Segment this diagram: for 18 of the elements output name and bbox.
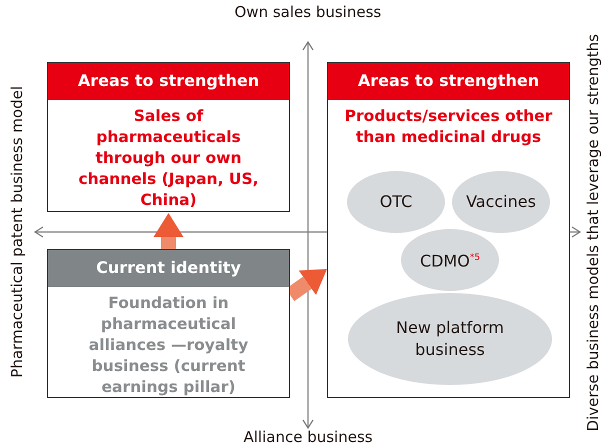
axis-label: Diverse business models that leverage our strengths: [584, 34, 602, 431]
body-text: Products/services other than medicinal drugs: [344, 106, 554, 148]
body-text: Foundation in pharmaceutical alliances —royalty business (current earnings pillar): [88, 293, 250, 398]
text-box: [47, 62, 290, 212]
heading-banner: Areas to strengthen: [328, 63, 569, 100]
axis-label: Pharmaceutical patent business model: [8, 86, 26, 378]
oval-bubble: Vaccines: [452, 171, 550, 233]
text-box: [327, 62, 570, 398]
text-box: [47, 249, 290, 398]
axis-label: Own sales business: [234, 3, 382, 21]
oval-bubble: CDMO$^{*5}$: [401, 229, 499, 291]
arrow: [154, 213, 184, 249]
heading-banner: Areas to strengthen: [48, 63, 289, 100]
body-text: Sales of pharmaceuticals through our own channels (Japan, US, China): [77, 106, 260, 211]
axis-label: Alliance business: [244, 428, 373, 446]
heading-banner: Current identity: [48, 250, 289, 287]
oval-bubble: OTC: [347, 171, 445, 233]
oval-bubble: New platform business: [348, 293, 552, 385]
